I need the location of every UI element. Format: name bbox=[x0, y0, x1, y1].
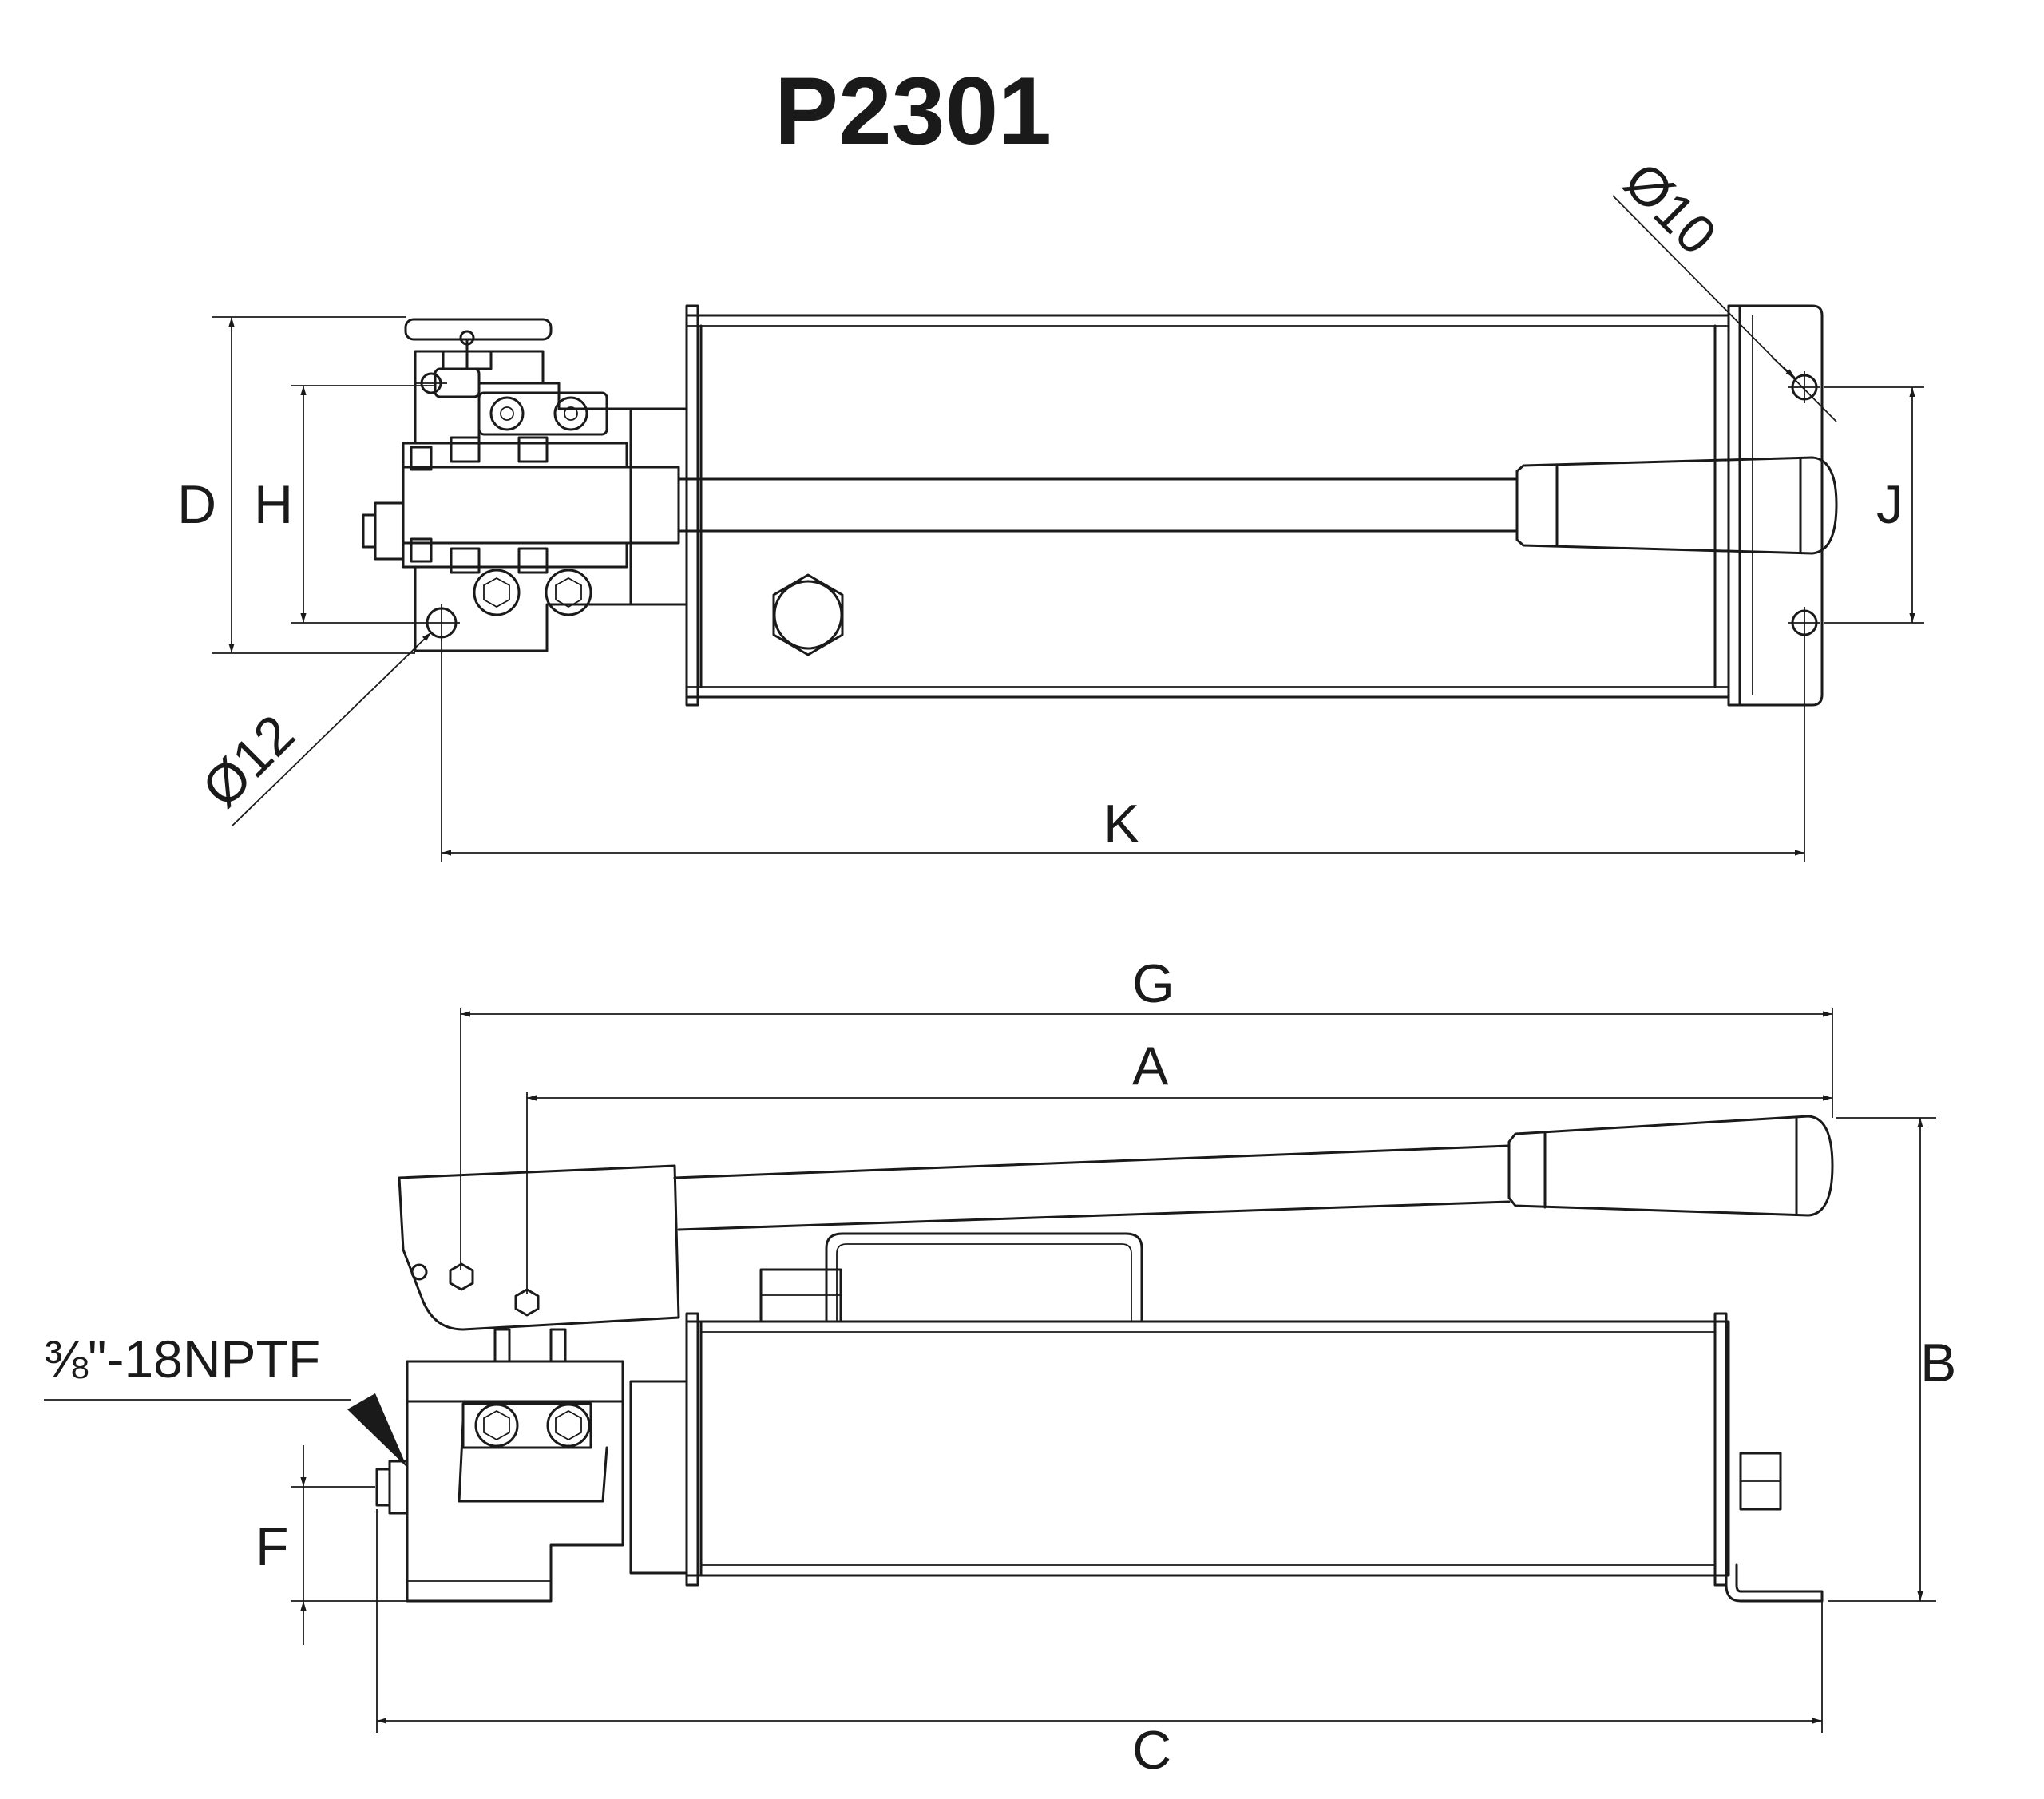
dim-label-K: K bbox=[1103, 794, 1139, 854]
reservoir-side bbox=[685, 1312, 1730, 1587]
dim-label-C: C bbox=[1132, 1720, 1171, 1781]
dimension-lines-side bbox=[44, 1008, 1936, 1733]
side-hex-nut-icon bbox=[1739, 1452, 1782, 1511]
reservoir-top-housing bbox=[759, 1232, 1143, 1323]
mounting-plate-right bbox=[1738, 304, 1824, 707]
dim-label-H: H bbox=[254, 474, 293, 535]
mount-hole-right-icon bbox=[1788, 371, 1820, 639]
dim-label-J: J bbox=[1876, 474, 1903, 535]
drawing-title: P2301 bbox=[774, 57, 1052, 164]
dim-label-B: B bbox=[1920, 1333, 1956, 1393]
dimension-lines-top bbox=[212, 195, 1924, 862]
handle-lever-top bbox=[402, 456, 1838, 555]
dim-label-D: D bbox=[177, 474, 216, 535]
dim-label-G: G bbox=[1132, 953, 1175, 1014]
pump-head-side bbox=[375, 1328, 688, 1603]
handle-lever-side bbox=[398, 1115, 1834, 1331]
dim-label-A: A bbox=[1132, 1036, 1169, 1096]
fill-cap-hex-icon bbox=[772, 573, 844, 656]
port-thread-note: ⅜"-18NPTF bbox=[44, 1329, 320, 1389]
port-pointer-icon bbox=[347, 1393, 407, 1468]
reservoir-tank bbox=[685, 304, 1741, 707]
pump-body-top bbox=[362, 318, 688, 652]
diameter-label-right: Ø10 bbox=[1612, 151, 1728, 267]
base-foot bbox=[1725, 1563, 1824, 1603]
diameter-label-left: Ø12 bbox=[191, 703, 307, 819]
mount-hole-left-icon bbox=[423, 604, 460, 641]
dim-label-F: F bbox=[256, 1516, 289, 1577]
side-view: G A B F C ⅜"-18NPTF bbox=[44, 953, 1956, 1781]
top-view: D H J K Ø10 Ø12 bbox=[177, 151, 1924, 862]
